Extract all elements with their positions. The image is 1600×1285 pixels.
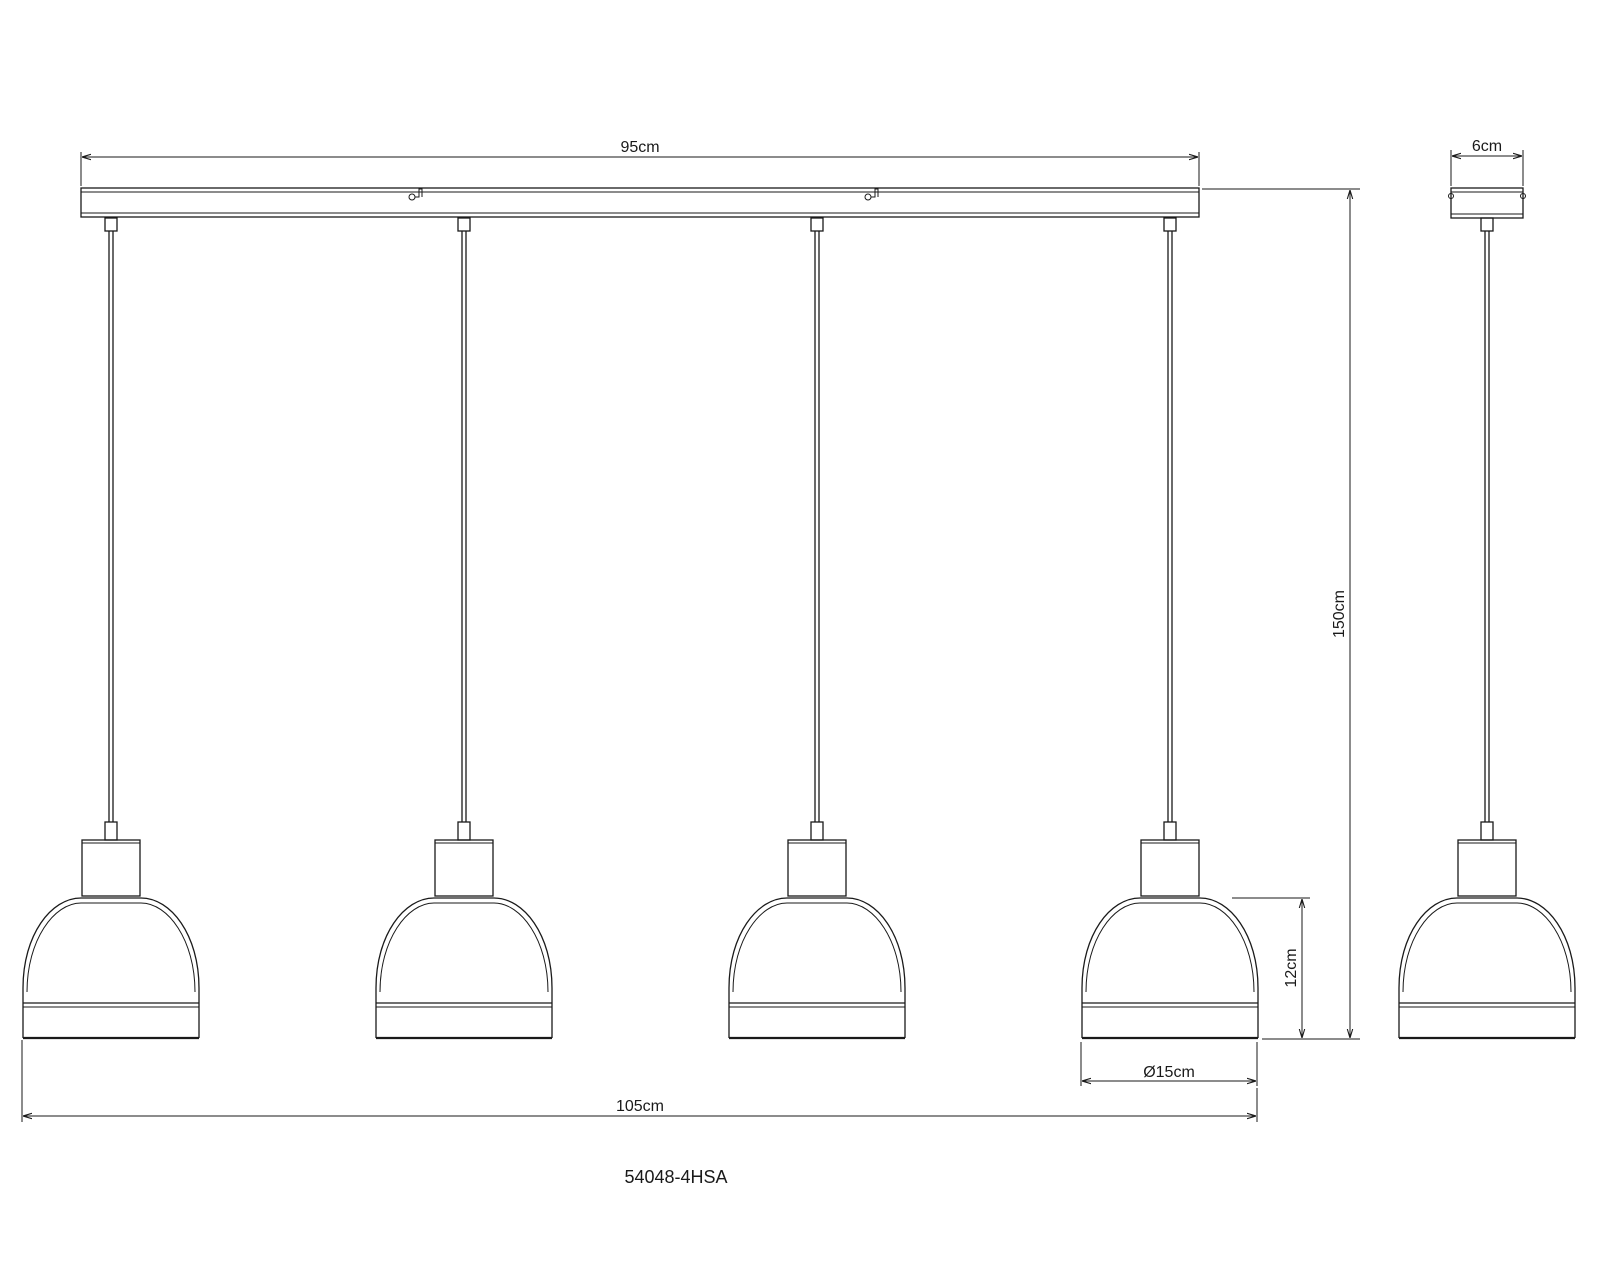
dimension-total-height: 150cm: [1202, 188, 1360, 1040]
canopy-bar: [80, 187, 1200, 218]
dimension-total-width: 105cm: [21, 1040, 1258, 1122]
pendant-lamp: [375, 217, 553, 1040]
dimension-canopy-depth: 6cm: [1450, 138, 1524, 186]
canopy-depth-label: 6cm: [1472, 138, 1502, 155]
dimension-shade-diameter: Ø15cm: [1080, 1042, 1258, 1086]
screw-icon: [864, 188, 879, 201]
pendant-lamp: [22, 217, 200, 1040]
total-width-label: 105cm: [616, 1098, 664, 1115]
pendant-group: [22, 217, 1576, 1040]
pendant-lamp: [1081, 217, 1259, 1040]
dimension-shade-height: 12cm: [1232, 897, 1310, 1038]
pendant-lamp: [1398, 217, 1576, 1040]
canopy-width-label: 95cm: [620, 139, 659, 156]
pendant-lamp: [728, 217, 906, 1040]
dimension-canopy-width: 95cm: [80, 139, 1200, 186]
shade-height-label: 12cm: [1283, 948, 1300, 987]
model-number: 54048-4HSA: [624, 1167, 727, 1187]
side-canopy: [1448, 187, 1526, 219]
screw-icon: [408, 188, 423, 201]
shade-diameter-label: Ø15cm: [1143, 1064, 1195, 1081]
total-height-label: 150cm: [1331, 590, 1348, 638]
